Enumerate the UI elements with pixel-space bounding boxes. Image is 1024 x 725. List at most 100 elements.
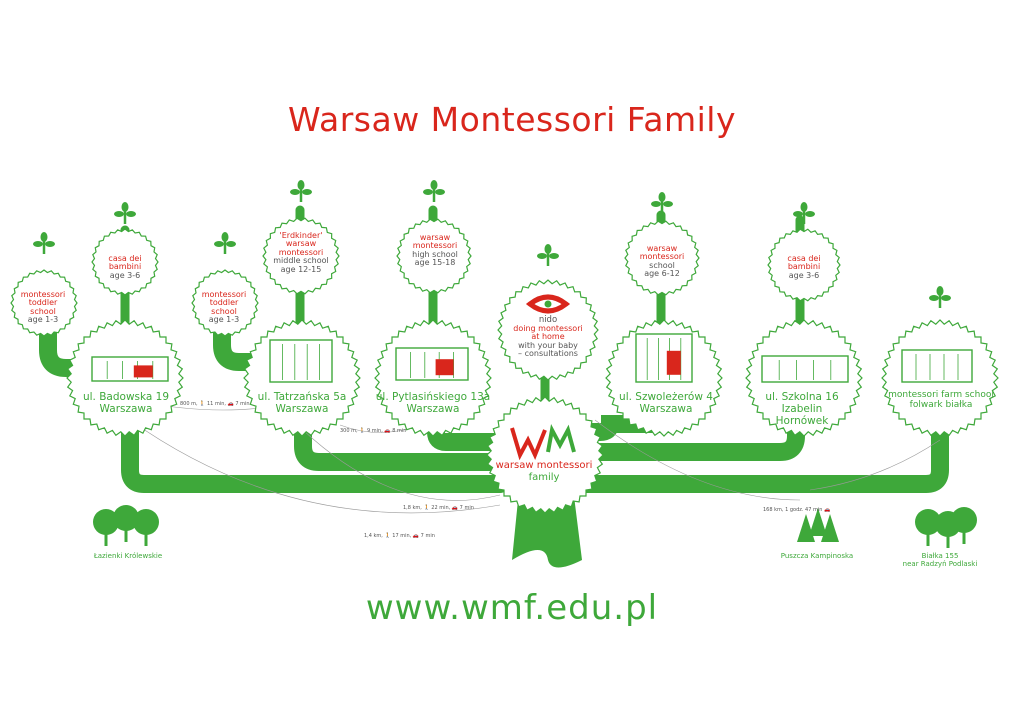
address-1-street: ul. Badowska 19 xyxy=(82,391,170,403)
school-2-name2: bambini xyxy=(108,262,142,272)
branch-7 xyxy=(39,296,89,377)
building-szwolezerow-icon xyxy=(635,333,693,383)
address-3-city: Warszawa xyxy=(406,403,460,416)
nido-line4: – consultations xyxy=(518,349,578,359)
school-node-1: montessori toddler school age 1-3 xyxy=(15,290,71,325)
nido-name: nido xyxy=(538,315,558,325)
park-trees xyxy=(93,505,977,548)
address-5-district: Hornówek xyxy=(775,415,829,428)
sprout-1 xyxy=(33,232,55,254)
circle-school-3 xyxy=(191,269,259,337)
pine-tree-3 xyxy=(821,514,839,542)
school-3-name2: toddler school xyxy=(209,298,239,316)
school-7-name: casa dei xyxy=(787,254,821,263)
address-2-city: Warszawa xyxy=(275,403,329,416)
distance-2: 300 m, 🚶 9 min, 🚗 8 min xyxy=(340,428,407,434)
school-1-name2: toddler school xyxy=(28,298,58,316)
sprout-5 xyxy=(423,180,445,202)
sprout-9 xyxy=(929,286,951,308)
school-6-name2: montessori xyxy=(639,252,685,262)
distance-3: 1,8 km, 🚶 22 min, 🚗 7 min xyxy=(403,505,474,511)
nido-pupil xyxy=(544,300,552,308)
address-farm: montessori farm school folwark białka xyxy=(882,390,1000,411)
school-4-name2: warsaw xyxy=(285,239,317,249)
building-tatrzanska-icon xyxy=(269,339,333,383)
branch-6 xyxy=(569,411,949,493)
circle-nido xyxy=(497,279,599,381)
sprout-2 xyxy=(114,202,136,224)
school-1-age: age 1-3 xyxy=(27,315,59,325)
distance-1: 800 m, 🚶 11 min, 🚗 7 min xyxy=(180,401,250,407)
address-tatrzanska: ul. Tatrzańska 5a Warszawa xyxy=(247,391,357,415)
distance-4: 1,4 km, 🚶 17 min, 🚗 7 min xyxy=(364,533,435,539)
website-url[interactable]: www.wmf.edu.pl xyxy=(365,588,659,628)
school-7-name2: bambini xyxy=(787,262,821,272)
circle-school-1 xyxy=(10,269,78,337)
branch-5 xyxy=(569,411,805,461)
center-line2: family xyxy=(528,471,560,483)
circle-school-7 xyxy=(767,228,841,302)
address-pytlasinskiego: ul. Pytlasińskiego 13a Warszawa xyxy=(372,391,494,415)
sprout-3 xyxy=(214,232,236,254)
circle-center xyxy=(486,396,604,514)
page-title: Warsaw Montessori Family xyxy=(287,100,736,139)
school-3-age: age 1-3 xyxy=(208,315,240,325)
school-4-level: middle school xyxy=(273,256,329,266)
place-1-name: Łazienki Królewskie xyxy=(93,552,163,560)
address-3-street: ul. Pytlasińskiego 13a xyxy=(375,391,491,403)
address-4-street: ul. Szwoleżerów 4 xyxy=(619,391,713,403)
school-7-age: age 3-6 xyxy=(788,270,820,280)
address-badowska: ul. Badowska 19 Warszawa xyxy=(73,391,179,415)
building-badowska-icon xyxy=(91,356,169,382)
farm-tree-1 xyxy=(915,509,941,546)
address-szkolna: ul. Szkolna 16 Izabelin Hornówek xyxy=(752,391,852,427)
branch-8 xyxy=(213,296,259,371)
school-4-name: 'Erdkinder' xyxy=(279,231,323,240)
nido-line1: doing montessori xyxy=(513,323,583,333)
distance-curve-5 xyxy=(809,439,941,491)
address-5-street: ul. Szkolna 16 xyxy=(765,391,839,403)
wm-logo-m xyxy=(546,423,576,453)
school-6-name: warsaw xyxy=(646,244,678,253)
sprout-4 xyxy=(290,180,312,202)
sprout-8 xyxy=(537,244,559,266)
farm-tree-3 xyxy=(951,507,977,544)
address-szwolezerow: ul. Szwoleżerów 4 Warszawa xyxy=(604,391,728,415)
distance-curve-6 xyxy=(594,419,801,501)
nido-eye-icon xyxy=(525,294,571,314)
school-2-age: age 3-6 xyxy=(109,270,141,280)
school-5-name: warsaw xyxy=(419,233,451,242)
circle-school-5 xyxy=(396,218,472,294)
place-3-region: near Radzyń Podlaski xyxy=(902,560,978,569)
place-2-name: Puszcza Kampinoska xyxy=(780,552,854,560)
circle-school-4 xyxy=(262,217,340,295)
school-node-5: warsaw montessori high school age 15-18 xyxy=(407,233,463,268)
leaves xyxy=(33,180,951,308)
distance-curve-4 xyxy=(302,429,501,501)
pine-tree-2 xyxy=(809,508,827,536)
address-6-name: montessori farm school xyxy=(888,390,994,400)
school-2-name: casa dei xyxy=(108,254,142,263)
place-lazienki: Łazienki Królewskie xyxy=(88,552,168,560)
nido-line3: with your baby xyxy=(518,340,578,350)
place-3-name: Białka 155 xyxy=(921,552,959,560)
circle-school-2 xyxy=(91,228,159,296)
park-tree-3 xyxy=(133,509,159,546)
branch-2 xyxy=(294,411,514,471)
circles xyxy=(10,217,999,514)
sprout-6 xyxy=(651,192,673,214)
address-4-city: Warszawa xyxy=(639,403,693,416)
school-3-name: montessori xyxy=(201,290,247,299)
school-node-7: casa dei bambini age 3-6 xyxy=(776,254,832,280)
distance-5: 168 km, 1 godz. 47 min 🚗 xyxy=(763,507,831,513)
school-4-name3: montessori xyxy=(278,247,324,257)
park-tree-1 xyxy=(93,509,119,546)
nido-line2: at home xyxy=(531,332,565,342)
distance-curve-3 xyxy=(129,419,501,514)
school-5-level: high school xyxy=(412,249,458,259)
place-kampinos: Puszcza Kampinoska xyxy=(772,552,862,560)
school-5-age: age 15-18 xyxy=(414,258,456,268)
branch-1 xyxy=(121,411,509,493)
